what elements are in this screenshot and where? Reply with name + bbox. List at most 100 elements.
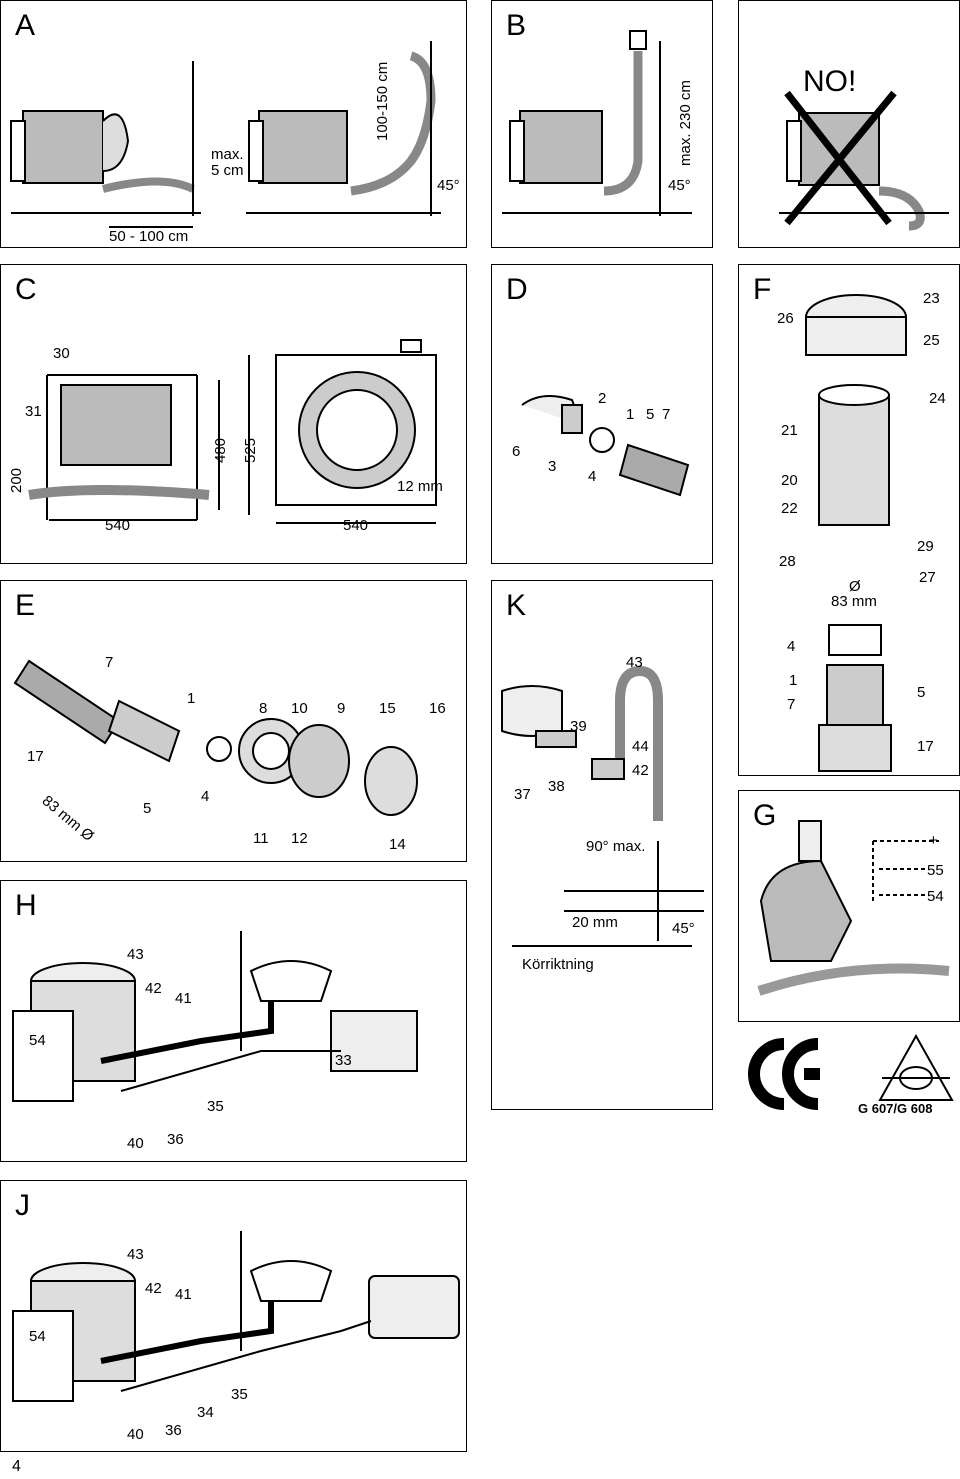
part-number: 1 [187,690,196,707]
panel-no: NO! [738,0,960,248]
part-number: 40 [127,1135,144,1152]
part-number: 35 [207,1098,224,1115]
diameter-symbol: Ø [849,578,861,595]
part-number: 33 [335,1052,352,1069]
part-number: 4 [787,638,796,655]
electrical-connection-drawing-g [757,820,950,996]
part-number: 37 [514,786,531,803]
hose-connection-drawing-d [521,395,690,497]
part-number: 4 [588,468,597,485]
part-number: 34 [197,1404,214,1421]
panel-b: B max. 230 cm 45° [491,0,713,248]
part-number: 8 [259,700,268,717]
part-number: 5 [646,406,655,423]
prohibited-installation-drawing [779,90,949,231]
dimension-label: 525 [242,437,259,463]
part-number: 42 [145,1280,162,1297]
part-number: 43 [127,1246,144,1263]
part-number: 43 [127,946,144,963]
dimension-label: 540 [343,517,369,534]
part-number: 4 [201,788,210,805]
part-number: 21 [781,422,798,439]
part-number: 55 [927,862,944,879]
part-number: 1 [789,672,798,689]
water-system-drawing-j [12,1231,460,1402]
gas-approval-logo [878,1033,954,1101]
ce-mark-logo [748,1033,954,1110]
heater-installation-drawing-b [502,30,692,216]
part-number: 5 [143,800,152,817]
part-number: 2 [598,390,607,407]
part-number: 29 [917,538,934,555]
part-number: 42 [632,762,649,779]
exploded-fitting-drawing-f [805,294,907,772]
part-number: 15 [379,700,396,717]
part-number: 40 [127,1426,144,1443]
part-number: 28 [779,553,796,570]
part-number: 27 [919,569,936,586]
certification-area: G 607/G 608 [738,1030,960,1120]
heater-installation-drawing-a [10,41,441,228]
max-label: max. [211,146,244,163]
part-number: 43 [626,654,643,671]
dimension-label: 50 - 100 cm [109,228,189,245]
panel-g: G + 55 54 [738,790,960,1022]
part-number: 11 [253,830,269,847]
part-number: 5 [917,684,926,701]
part-number: 16 [429,700,446,717]
part-number: 7 [787,696,796,713]
panel-letter: C [15,273,37,306]
dimension-label: 480 [212,437,229,463]
part-number: 12 [291,830,308,847]
dimension-label: 200 [8,467,25,493]
height-range-label: 100-150 cm [374,61,391,141]
part-number: 7 [662,406,671,423]
part-number: 1 [626,406,635,423]
max-value-label: 5 cm [211,162,244,179]
part-number: 14 [389,836,406,853]
part-number: 35 [231,1386,248,1403]
part-number: 10 [291,700,308,717]
dimension-drawing-c [28,339,437,524]
angle-label: 90° max. [586,838,646,855]
part-number: 23 [923,290,940,307]
part-number: 39 [570,718,587,735]
panel-letter: G [753,799,777,832]
part-number: 54 [927,888,944,905]
panel-letter: F [753,273,772,306]
part-number: 54 [29,1032,46,1049]
angle-label: 45° [672,920,695,937]
part-number: 24 [929,390,946,407]
page-number: 4 [12,1458,21,1475]
panel-a: A 50 - 100 cm max. 5 cm 100-150 cm 45° [0,0,467,248]
diameter-label: 83 mm [831,593,877,610]
part-number: 3 [548,458,557,475]
part-number: 42 [145,980,162,997]
dimension-label: 20 mm [572,914,618,931]
panel-j: J 43 42 41 54 35 34 40 36 [0,1180,467,1452]
part-number: 6 [512,443,521,460]
water-system-drawing-h [12,931,418,1102]
part-number: 41 [175,990,192,1007]
height-max-label: max. 230 cm [677,80,694,166]
panel-f: F 23 26 25 24 21 20 22 29 28 27 Ø 83 mm … [738,264,960,776]
part-number: 17 [27,748,44,765]
part-number: 38 [548,778,565,795]
part-number: 17 [917,738,934,755]
panel-h: H 43 42 41 54 33 35 40 36 [0,880,467,1162]
panel-c: C 30 31 200 480 525 540 540 12 mm [0,264,467,564]
panel-letter: K [506,589,527,622]
part-number: 44 [632,738,649,755]
panel-letter: B [506,9,527,42]
panel-letter: H [15,889,37,922]
part-number: 25 [923,332,940,349]
exploded-outlet-drawing-e [13,659,418,816]
part-number: 41 [175,1286,192,1303]
panel-k: K 43 39 44 42 37 38 90° max. 20 mm 45° K… [491,580,713,1110]
part-number: 30 [53,345,70,362]
part-number: 7 [105,654,114,671]
terminal-plus-label: + [929,832,938,849]
panel-letter: J [15,1189,30,1222]
part-number: 20 [781,472,798,489]
dimension-label: 540 [105,517,131,534]
